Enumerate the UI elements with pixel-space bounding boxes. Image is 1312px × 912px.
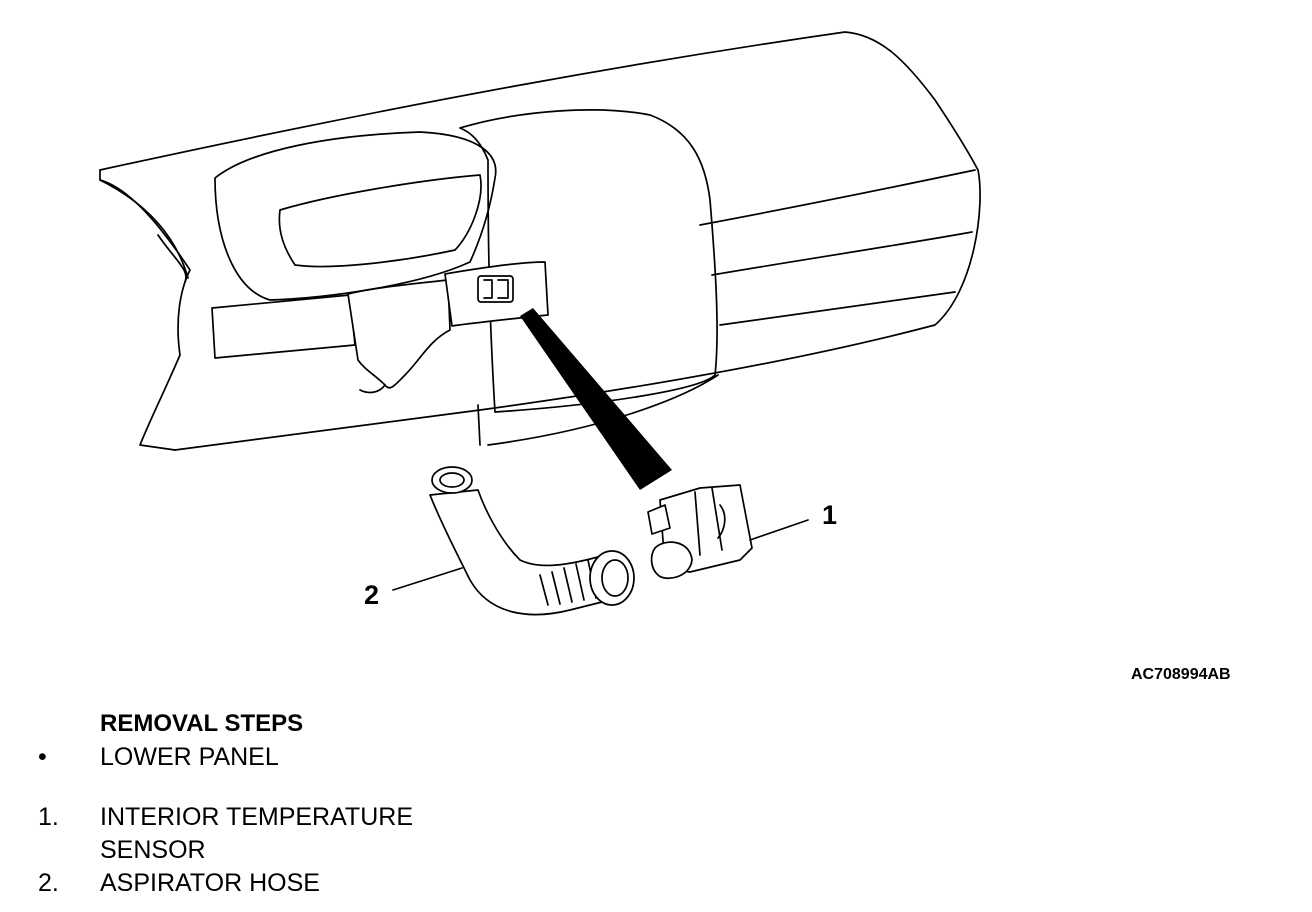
aspirator-hose — [392, 466, 635, 616]
bullet-marker: • — [38, 743, 47, 771]
callout-label-2: 2 — [364, 580, 380, 610]
step-text: INTERIOR TEMPERATURE — [100, 803, 413, 831]
lower-panel — [211, 261, 549, 394]
step-text: LOWER PANEL — [100, 743, 279, 771]
step-number: 2. — [38, 869, 59, 897]
center-panel — [459, 109, 718, 446]
interior-temperature-sensor — [647, 484, 809, 579]
instrument-cluster — [214, 131, 497, 301]
dashboard-outline — [99, 31, 981, 451]
removal-steps-title: REMOVAL STEPS — [100, 710, 304, 737]
step-text: ASPIRATOR HOSE — [100, 869, 320, 897]
dashboard-illustration — [99, 31, 981, 616]
callout-wedge — [520, 308, 672, 490]
step-text: SENSOR — [100, 836, 206, 864]
figure-code: AC708994AB — [1131, 666, 1231, 683]
step-number: 1. — [38, 803, 59, 831]
callout-label-1: 1 — [822, 500, 838, 530]
